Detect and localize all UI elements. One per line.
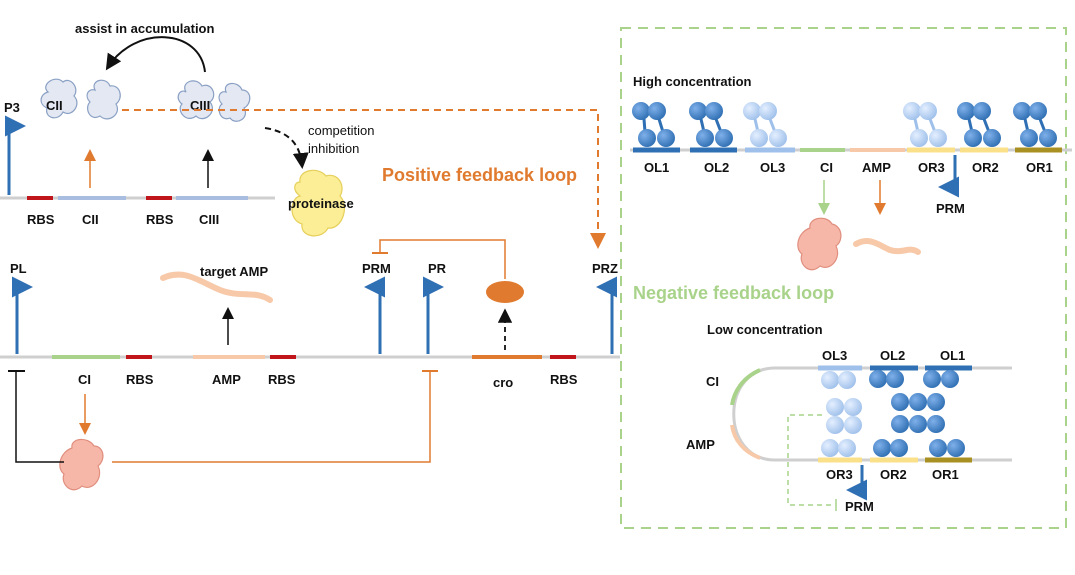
prz-label: PRZ [592,261,618,276]
high-amp-label: AMP [862,160,891,175]
dimer-ol3-icon [743,102,787,147]
ol3-label: OL3 [760,160,785,175]
ci-gene-label: CI [78,372,91,387]
negative-feedback-label: Negative feedback loop [633,283,834,303]
panel-border [620,27,1067,529]
low-ol3-label: OL3 [822,348,847,363]
dimer-ol2-icon [689,102,733,147]
high-ci-label: CI [820,160,833,175]
rbs-c-label: RBS [550,372,578,387]
high-prm-label: PRM [936,201,965,216]
low-or3-label: OR3 [826,467,853,482]
low-octamer-dark-icon [869,370,965,457]
proteinase-icon [291,169,345,237]
rbs-b-label: RBS [268,372,296,387]
low-or2-label: OR2 [880,467,907,482]
dimer-or3-icon [903,102,947,147]
or1-label: OR1 [1026,160,1053,175]
high-ci-protein-icon [797,217,842,271]
dimer-or1-icon [1013,102,1057,147]
assist-label: assist in accumulation [75,21,214,36]
low-tetramer-light-icon [821,371,862,457]
cii-protein-label: CII [46,98,63,113]
low-or1-label: OR1 [932,467,959,482]
ol2-label: OL2 [704,160,729,175]
pr-promoter-icon [423,276,444,354]
positive-feedback-label: Positive feedback loop [382,165,577,185]
high-concentration-title: High concentration [633,74,752,89]
low-prm-label: PRM [845,499,874,514]
ciii-protein-icon [177,80,251,122]
pl-label: PL [10,261,27,276]
competition-line1: competition [308,123,374,138]
assist-arrow [105,36,206,73]
low-amp-label: AMP [686,437,715,452]
cro-repression-line [379,239,506,279]
ci-repress-pr-line [112,372,431,463]
low-ol2-label: OL2 [880,348,905,363]
pr-label: PR [428,261,447,276]
low-ol1-label: OL1 [940,348,965,363]
ol1-label: OL1 [644,160,669,175]
cii-gene-label: CII [82,212,99,227]
cro-protein-icon [486,281,524,303]
low-feedback-dashed-line [787,414,834,506]
low-ci-segment [730,368,761,406]
amp-gene-label: AMP [212,372,241,387]
main-module: PL CI RBS AMP RBS cro RBS target AMP PRM… [0,239,620,491]
prm-promoter-icon [364,276,385,354]
p3-label: P3 [4,100,20,115]
ci-repress-pl-line [15,372,64,463]
low-concentration-title: Low concentration [707,322,823,337]
target-amp-label: target AMP [200,264,268,279]
dimer-ol1-icon [632,102,675,147]
competition-line2: inhibition [308,141,359,156]
top-module: assist in accumulation CII CIII competit… [0,21,606,249]
prm-label: PRM [362,261,391,276]
rbs-a-label: RBS [126,372,154,387]
dimer-or2-icon [957,102,1001,147]
high-amp-peptide-icon [853,238,921,255]
competition-arrow [264,127,309,169]
proteinase-label: proteinase [288,196,354,211]
or2-label: OR2 [972,160,999,175]
cro-gene-label: cro [493,375,513,390]
negative-feedback-panel: High concentration [620,27,1072,529]
rbs2-label: RBS [146,212,174,227]
positive-feedback-dashed-line [122,109,606,249]
prz-promoter-icon [596,276,617,354]
cii-protein-icon [40,78,121,120]
low-amp-segment [730,424,761,460]
high-prm-promoter-icon [938,155,959,198]
ci-repressor-icon [59,438,104,491]
or3-label: OR3 [918,160,945,175]
rbs1-label: RBS [27,212,55,227]
low-ci-label: CI [706,374,719,389]
target-amp-peptide-icon [160,271,273,303]
low-dna-loop [732,366,1012,462]
pl-promoter-icon [12,276,33,354]
low-prm-promoter-icon [846,465,867,501]
ciii-gene-label: CIII [199,212,219,227]
p3-promoter-icon [5,115,26,195]
